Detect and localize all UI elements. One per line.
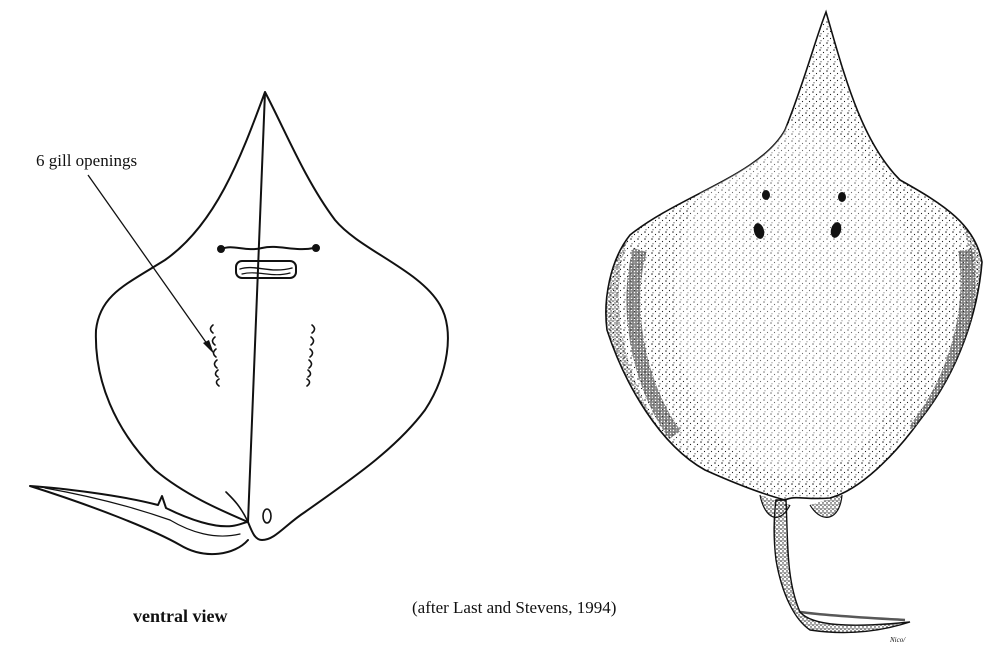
mouth-line (222, 247, 314, 249)
gill-slits-right (307, 325, 315, 386)
ventral-view-caption: ventral view (133, 606, 227, 627)
gill-pointer-arrow (88, 175, 214, 354)
tail-outline (30, 486, 248, 554)
dorsal-view-illustration (590, 12, 983, 632)
gill-openings-label: 6 gill openings (36, 151, 137, 171)
ventral-disc-outline (96, 92, 448, 540)
gill-slits (211, 325, 315, 386)
gill-slits-left (211, 325, 220, 386)
vent (263, 509, 271, 523)
left-eye (762, 190, 770, 200)
source-credit: (after Last and Stevens, 1994) (412, 598, 616, 618)
dorsal-tail (774, 500, 910, 632)
right-eye (838, 192, 846, 202)
artist-signature: Nico/ (890, 636, 905, 644)
